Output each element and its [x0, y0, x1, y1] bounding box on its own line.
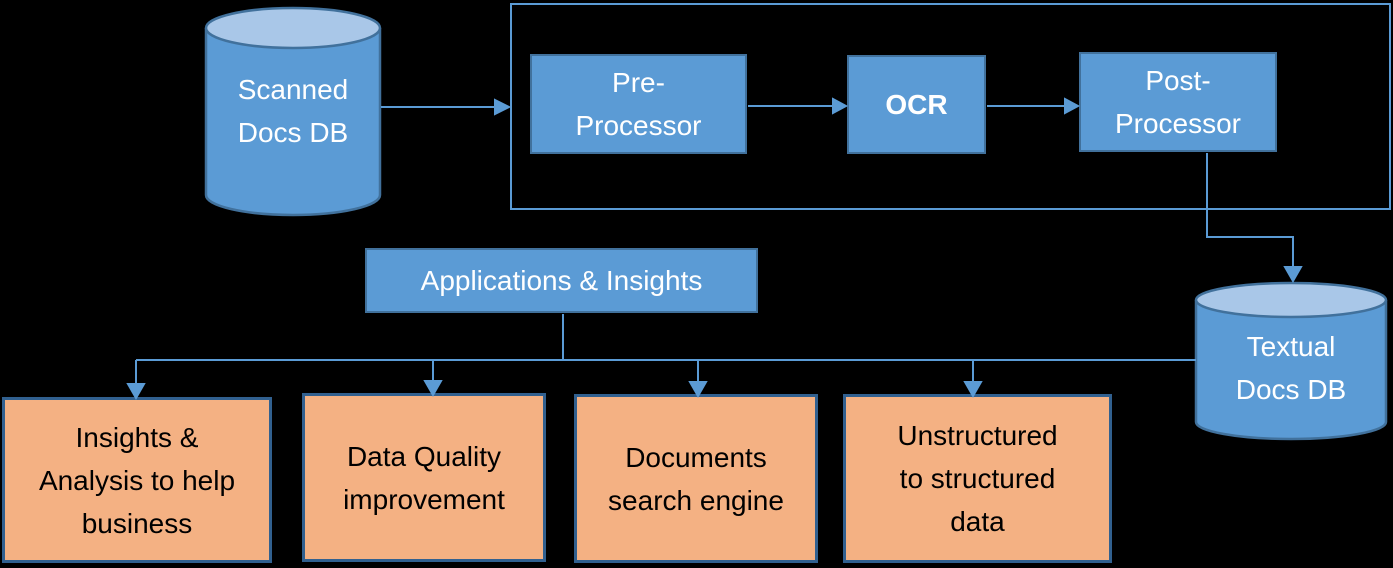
- arrowhead: [1064, 97, 1081, 115]
- cylinder-body: [1194, 300, 1388, 441]
- app-search-engine-node: Documents search engine: [574, 394, 818, 563]
- arrow-scanned-to-pipeline: [381, 98, 512, 116]
- arrow-ocr-to-post: [987, 97, 1081, 115]
- cylinder-body: [204, 28, 382, 217]
- connector-post-to-textual-db: [1206, 153, 1303, 284]
- applications-insights-node: Applications & Insights: [365, 248, 758, 313]
- scanned-docs-db-label: Scanned Docs DB: [237, 74, 349, 148]
- arrowhead: [494, 98, 512, 116]
- arrow-branch-insights: [126, 360, 146, 401]
- arrow-pre-to-ocr: [748, 97, 849, 115]
- scanned-docs-db-cylinder: [204, 6, 382, 217]
- textual-docs-db-label: Textual Docs DB: [1235, 331, 1347, 405]
- pre-processor-node: Pre- Processor: [530, 54, 747, 154]
- arrowhead: [832, 97, 849, 115]
- app-data-quality-node: Data Quality improvement: [302, 393, 546, 562]
- app-insights-analysis-node: Insights & Analysis to help business: [2, 397, 272, 563]
- cylinder-top: [1194, 281, 1388, 319]
- arrowhead: [1283, 266, 1303, 284]
- connector-apps-distribution: [136, 314, 1196, 361]
- arrow-branch-search-engine: [688, 360, 708, 399]
- cylinder-top: [204, 6, 382, 50]
- arrowhead: [126, 383, 146, 401]
- app-structured-data-node: Unstructured to structured data: [843, 394, 1112, 563]
- arrow-branch-structured-data: [963, 360, 983, 399]
- arrow-branch-data-quality: [423, 360, 443, 398]
- textual-docs-db-cylinder: [1194, 281, 1388, 441]
- ocr-node: OCR: [847, 55, 986, 154]
- post-processor-node: Post- Processor: [1079, 52, 1277, 152]
